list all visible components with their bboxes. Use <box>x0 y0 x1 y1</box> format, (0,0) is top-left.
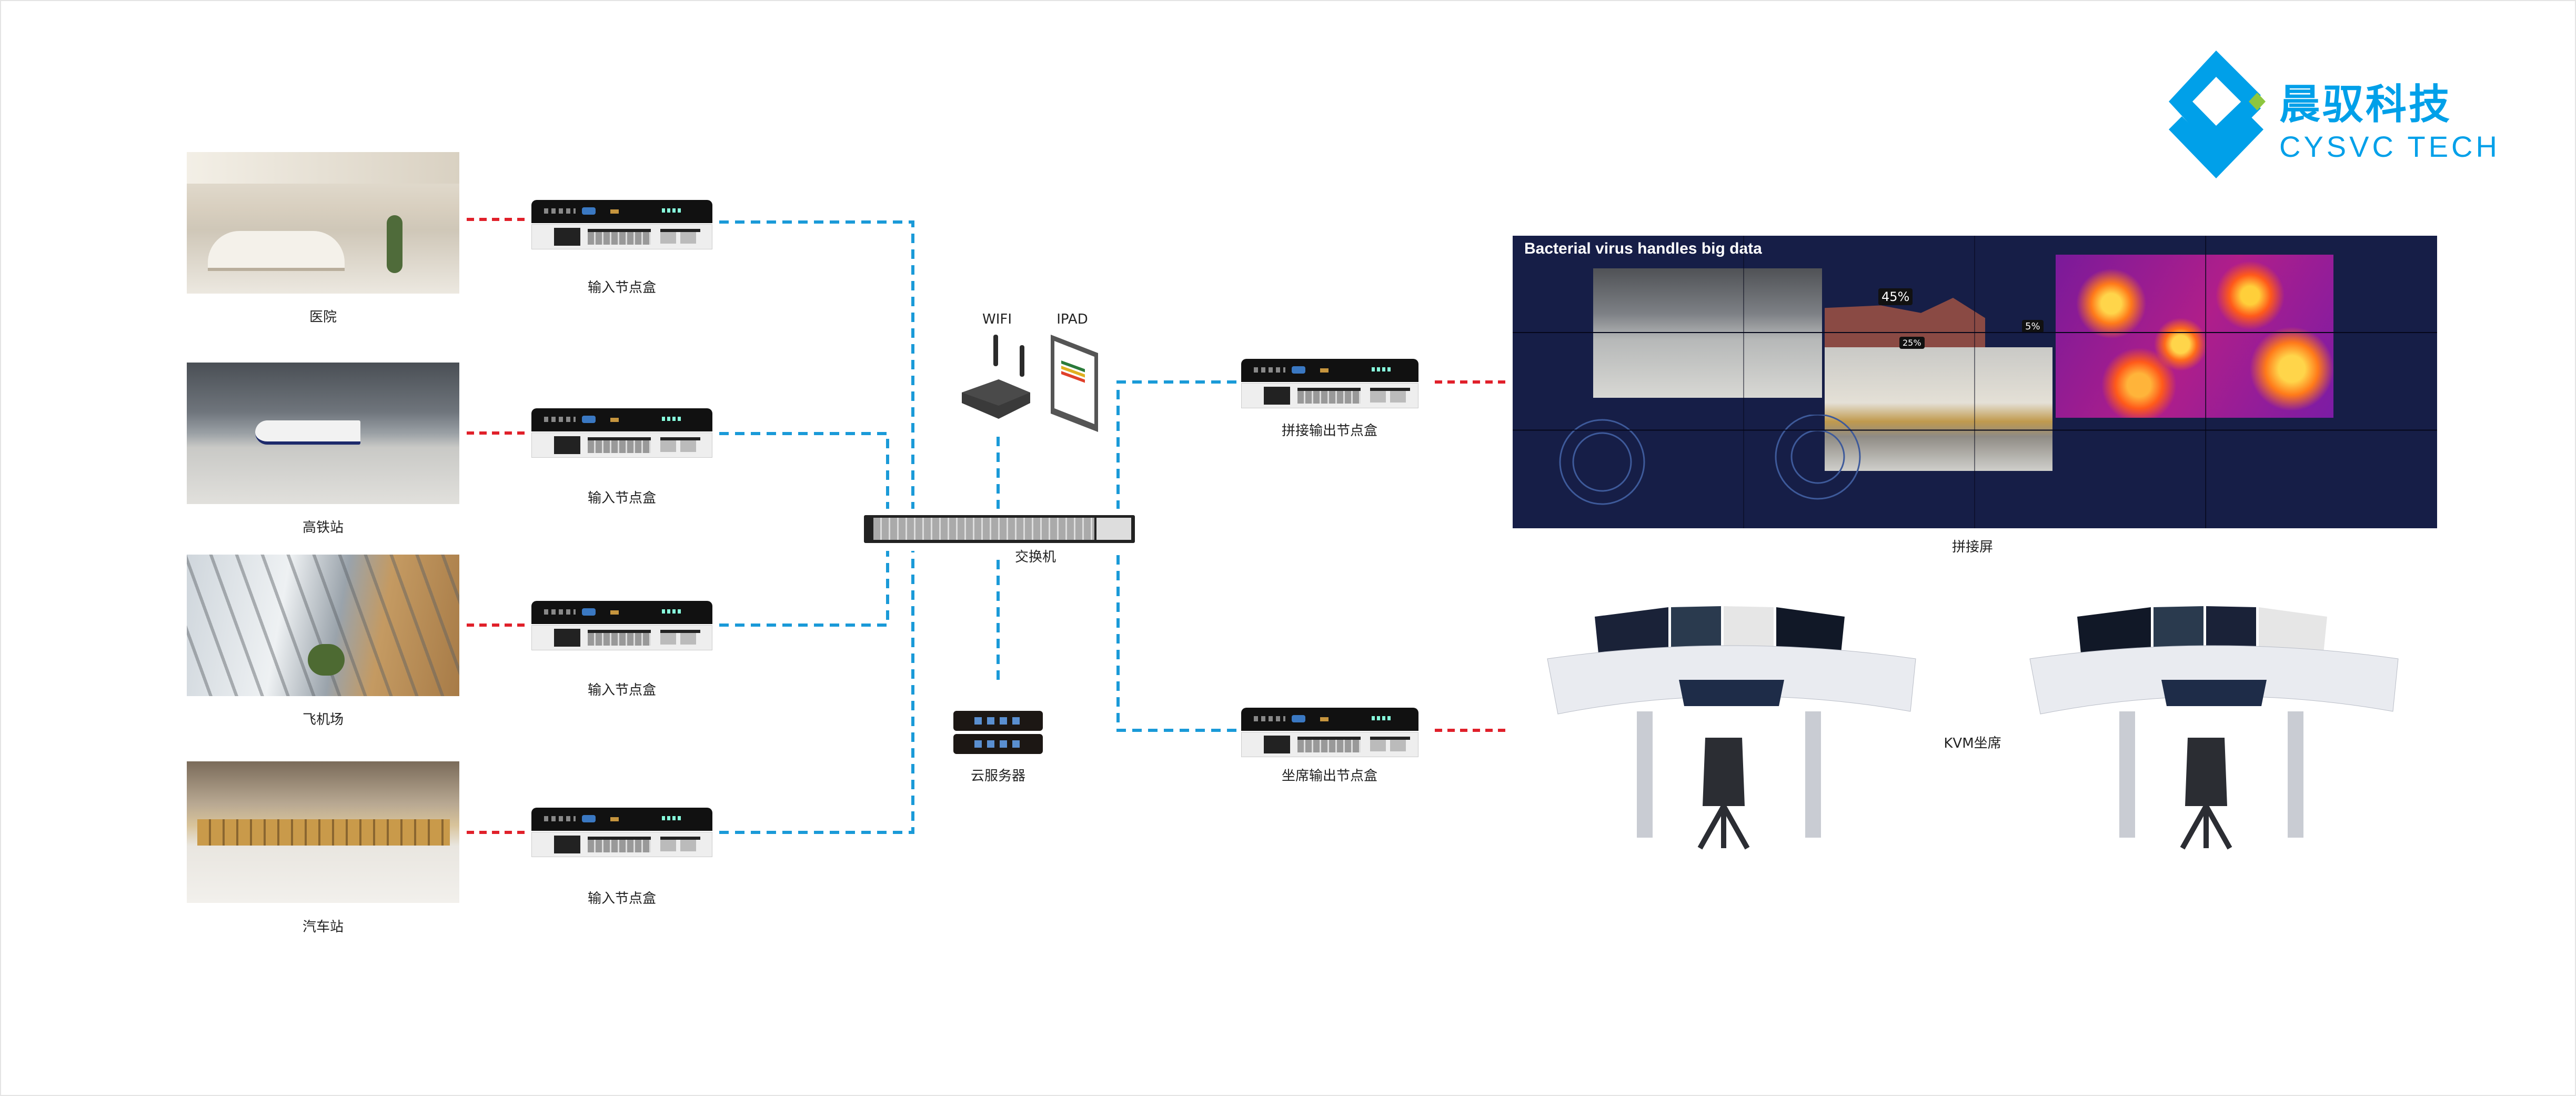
input-node-box <box>531 200 712 251</box>
wall-title: Bacterial virus handles big data <box>1524 240 1762 257</box>
wall-percent-label: 45% <box>1878 288 1913 305</box>
kvm-console-desk <box>2029 606 2399 850</box>
blue-link <box>1116 380 1236 509</box>
blue-link <box>719 432 889 509</box>
seat-output-node-box <box>1241 708 1418 759</box>
source-label: 汽车站 <box>302 919 344 935</box>
video-wall: 45% 25% 5% Bacterial virus handles big d… <box>1513 236 2437 528</box>
blue-link <box>719 551 914 834</box>
blue-link <box>719 551 889 627</box>
wall-video-train-station <box>1593 268 1822 398</box>
video-wall-label: 拼接屏 <box>1951 539 1994 555</box>
node-label: 输入节点盒 <box>587 891 657 907</box>
kvm-console-desk <box>1547 606 1916 850</box>
wall-thermal-image <box>2056 255 2333 418</box>
high-speed-rail-photo <box>187 363 459 504</box>
node-label: 坐席输出节点盒 <box>1281 768 1378 784</box>
bus-station-photo <box>187 761 459 903</box>
logo-cn-text: 晨驭科技 <box>2279 81 2452 128</box>
server-label: 云服务器 <box>970 768 1026 784</box>
hospital-photo <box>187 152 459 294</box>
input-node-box <box>531 408 712 459</box>
network-switch <box>864 515 1135 543</box>
ipad-icon <box>1051 335 1098 432</box>
wifi-label: WIFI <box>982 311 1012 327</box>
node-label: 拼接输出节点盒 <box>1281 423 1378 439</box>
blue-link <box>719 220 914 509</box>
switch-label: 交换机 <box>1014 549 1056 565</box>
input-node-box <box>531 808 712 859</box>
blue-link <box>1116 551 1236 732</box>
logo-mark-icon <box>2169 51 2266 178</box>
company-logo: 晨驭科技 CYSVC TECH <box>2169 51 2505 178</box>
cloud-server <box>953 711 1043 755</box>
airport-photo <box>187 555 459 696</box>
wifi-router-icon <box>962 335 1030 419</box>
wall-percent-label: 5% <box>2022 320 2044 333</box>
kvm-label: KVM坐席 <box>1944 736 2001 751</box>
source-label: 医院 <box>309 309 337 325</box>
source-label: 高铁站 <box>302 520 344 536</box>
source-label: 飞机场 <box>302 712 344 728</box>
node-label: 输入节点盒 <box>587 682 657 698</box>
wall-hud-graphics <box>1559 415 1861 505</box>
node-label: 输入节点盒 <box>587 490 657 506</box>
logo-en-text: CYSVC TECH <box>2279 130 2500 163</box>
input-node-box <box>531 601 712 652</box>
node-label: 输入节点盒 <box>587 280 657 296</box>
wall-output-node-box <box>1241 359 1418 410</box>
wall-percent-label: 25% <box>1899 337 1925 349</box>
ipad-label: IPAD <box>1056 311 1088 327</box>
